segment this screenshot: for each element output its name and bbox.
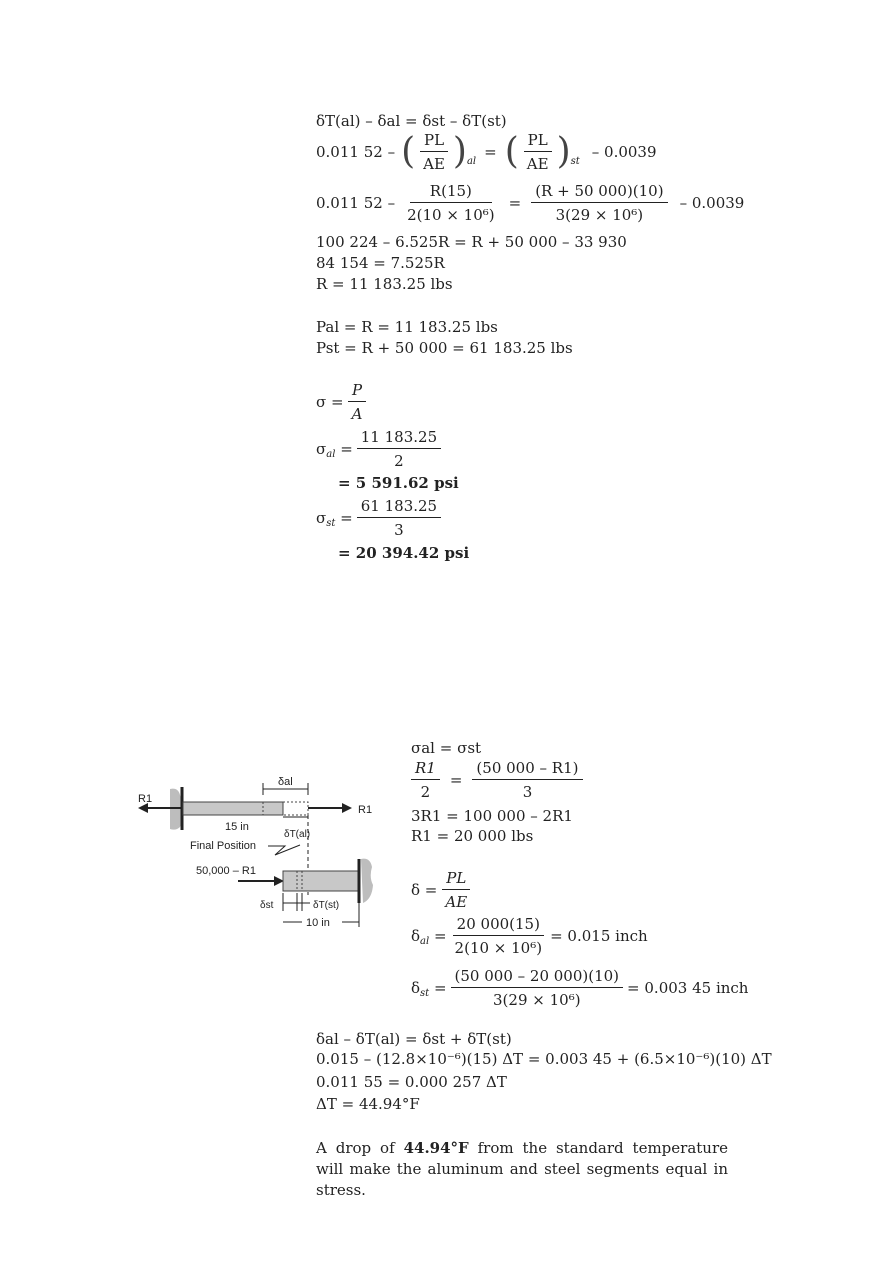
equation-r1-result: R1 = 20 000 lbs	[411, 827, 534, 845]
label-r1-right: R1	[358, 804, 372, 816]
label-delta-st: δst	[260, 900, 274, 911]
label-steel-force: 50,000 – R1	[196, 865, 256, 877]
equation-compatibility: δT(al) – δal = δst – δT(st)	[316, 112, 507, 130]
steel-bar	[282, 870, 359, 892]
aluminum-bar	[182, 801, 284, 816]
label-delta-t-st: δT(st)	[313, 900, 339, 911]
equation-line-4: 100 224 – 6.525R = R + 50 000 – 33 930	[316, 233, 627, 251]
result-sigma-st: = 20 394.42 psi	[338, 544, 470, 562]
equation-sigma-al: σal = 11 183.25 2	[316, 428, 445, 470]
equation-p-al: Pal = R = 11 183.25 lbs	[316, 318, 498, 336]
bar-diagram: R1 R1 δal 15 in δT(al) Final Position 50…	[138, 776, 373, 929]
equation-compatibility-2: δal – δT(al) = δst + δT(st)	[316, 1030, 512, 1048]
equation-delta-st: δst = (50 000 – 20 000)(10) 3(29 × 10⁶) …	[411, 967, 749, 1009]
fraction-r1-2: R1 2	[411, 759, 440, 801]
equation-stress-ratio: R1 2 = (50 000 – R1) 3	[411, 759, 587, 801]
label-10-in: 10 in	[306, 917, 330, 929]
equation-sigma: σ = P A	[316, 381, 370, 423]
equation-pl-ae: 0.011 52 – ( PL AE ) al = ( PL AE ) st –…	[316, 131, 657, 173]
equation-p-st: Pst = R + 50 000 = 61 183.25 lbs	[316, 339, 573, 357]
fraction-aluminum: R(15) 2(10 × 10⁶)	[407, 182, 495, 224]
fraction-pl-ae-st: PL AE	[523, 131, 553, 173]
equation-result-r: R = 11 183.25 lbs	[316, 275, 453, 293]
left-wall	[170, 788, 183, 830]
equation-sigma-st: σst = 61 183.25 3	[316, 497, 445, 539]
label-r1-left: R1	[138, 793, 152, 805]
fraction-p-a: P A	[347, 381, 367, 423]
fraction-delta-al: 20 000(15) 2(10 × 10⁶)	[452, 915, 544, 957]
label-delta-t-al: δT(al)	[284, 829, 310, 840]
arrow-head-right	[342, 803, 352, 813]
conclusion-paragraph: A drop of 44.94°F from the standard temp…	[316, 1139, 729, 1199]
final-position-leader	[268, 844, 301, 856]
equation-delta-t-coef: 0.011 55 = 0.000 257 ΔT	[316, 1073, 507, 1091]
label-delta-al: δal	[278, 776, 293, 788]
equation-delta-al: δal = 20 000(15) 2(10 × 10⁶) = 0.015 inc…	[411, 915, 648, 957]
equation-delta: δ = PL AE	[411, 869, 475, 911]
aluminum-extension	[282, 801, 309, 816]
fraction-delta-st: (50 000 – 20 000)(10) 3(29 × 10⁶)	[450, 967, 624, 1009]
label-final-position: Final Position	[190, 840, 256, 852]
equation-equal-stress: σal = σst	[411, 739, 482, 757]
fraction-pl-ae-delta: PL AE	[441, 869, 471, 911]
arrow-head-steel	[274, 876, 284, 886]
equation-thermal: 0.015 – (12.8×10⁻⁶)(15) ΔT = 0.003 45 + …	[316, 1050, 772, 1068]
fraction-sigma-al: 11 183.25 2	[356, 428, 442, 470]
equation-substituted: 0.011 52 – R(15) 2(10 × 10⁶) = (R + 50 0…	[316, 182, 745, 224]
equation-delta-t-result: ΔT = 44.94°F	[316, 1095, 420, 1113]
arrow-head-left	[138, 803, 148, 813]
result-sigma-al: = 5 591.62 psi	[338, 474, 459, 492]
right-wall	[361, 858, 373, 903]
label-15-in: 15 in	[225, 821, 249, 833]
equation-line-5: 84 154 = 7.525R	[316, 254, 445, 272]
fraction-sigma-st: 61 183.25 3	[356, 497, 442, 539]
equation-3r1: 3R1 = 100 000 – 2R1	[411, 807, 573, 825]
fraction-50000-r1: (50 000 – R1) 3	[472, 759, 583, 801]
fraction-steel: (R + 50 000)(10) 3(29 × 10⁶)	[531, 182, 668, 224]
equation-lhs: 0.011 52 –	[316, 143, 396, 161]
fraction-pl-ae-al: PL AE	[419, 131, 449, 173]
